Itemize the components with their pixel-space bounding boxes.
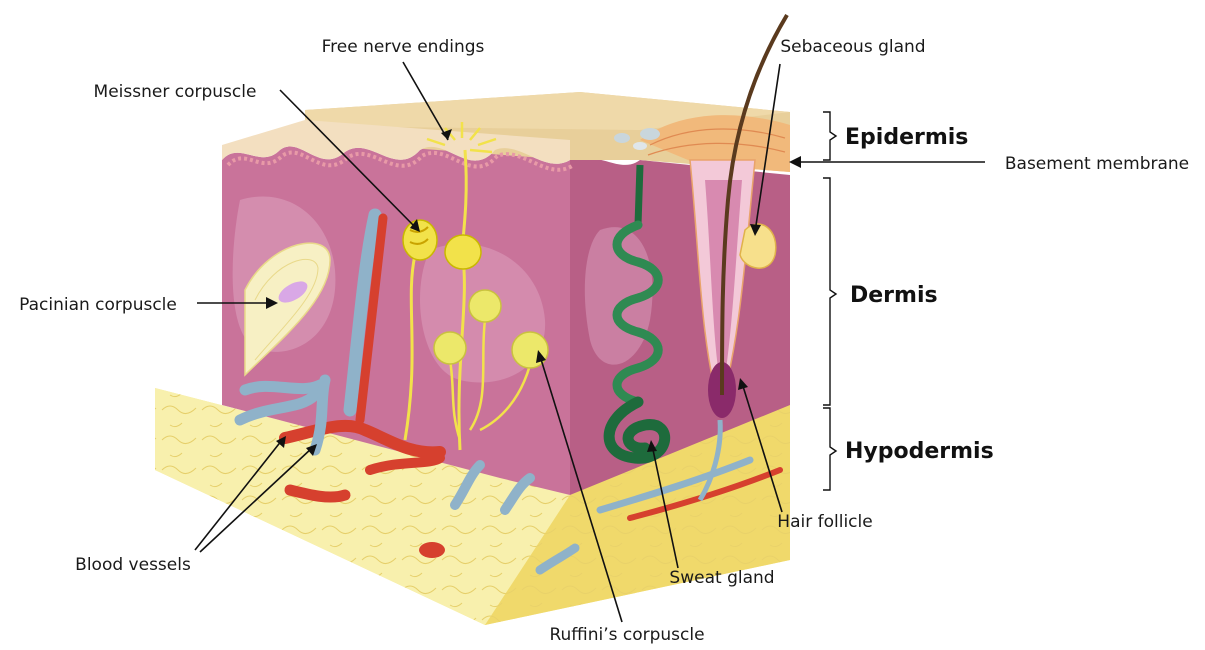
label-ruffinis-corpuscle: Ruffini’s corpuscle xyxy=(549,625,704,645)
label-sebaceous-gland: Sebaceous gland xyxy=(780,37,925,57)
label-hair-follicle: Hair follicle xyxy=(777,512,872,532)
label-free-nerve-endings: Free nerve endings xyxy=(322,37,485,57)
label-dermis: Dermis xyxy=(850,283,938,308)
label-hypodermis: Hypodermis xyxy=(845,439,994,464)
label-pacinian-corpuscle: Pacinian corpuscle xyxy=(19,295,177,315)
layer-braces xyxy=(823,112,836,490)
label-sweat-gland: Sweat gland xyxy=(669,568,774,588)
label-epidermis: Epidermis xyxy=(845,125,968,150)
label-basement-membrane: Basement membrane xyxy=(1005,154,1189,174)
label-meissner-corpuscle: Meissner corpuscle xyxy=(94,82,257,102)
label-blood-vessels: Blood vessels xyxy=(75,555,191,575)
